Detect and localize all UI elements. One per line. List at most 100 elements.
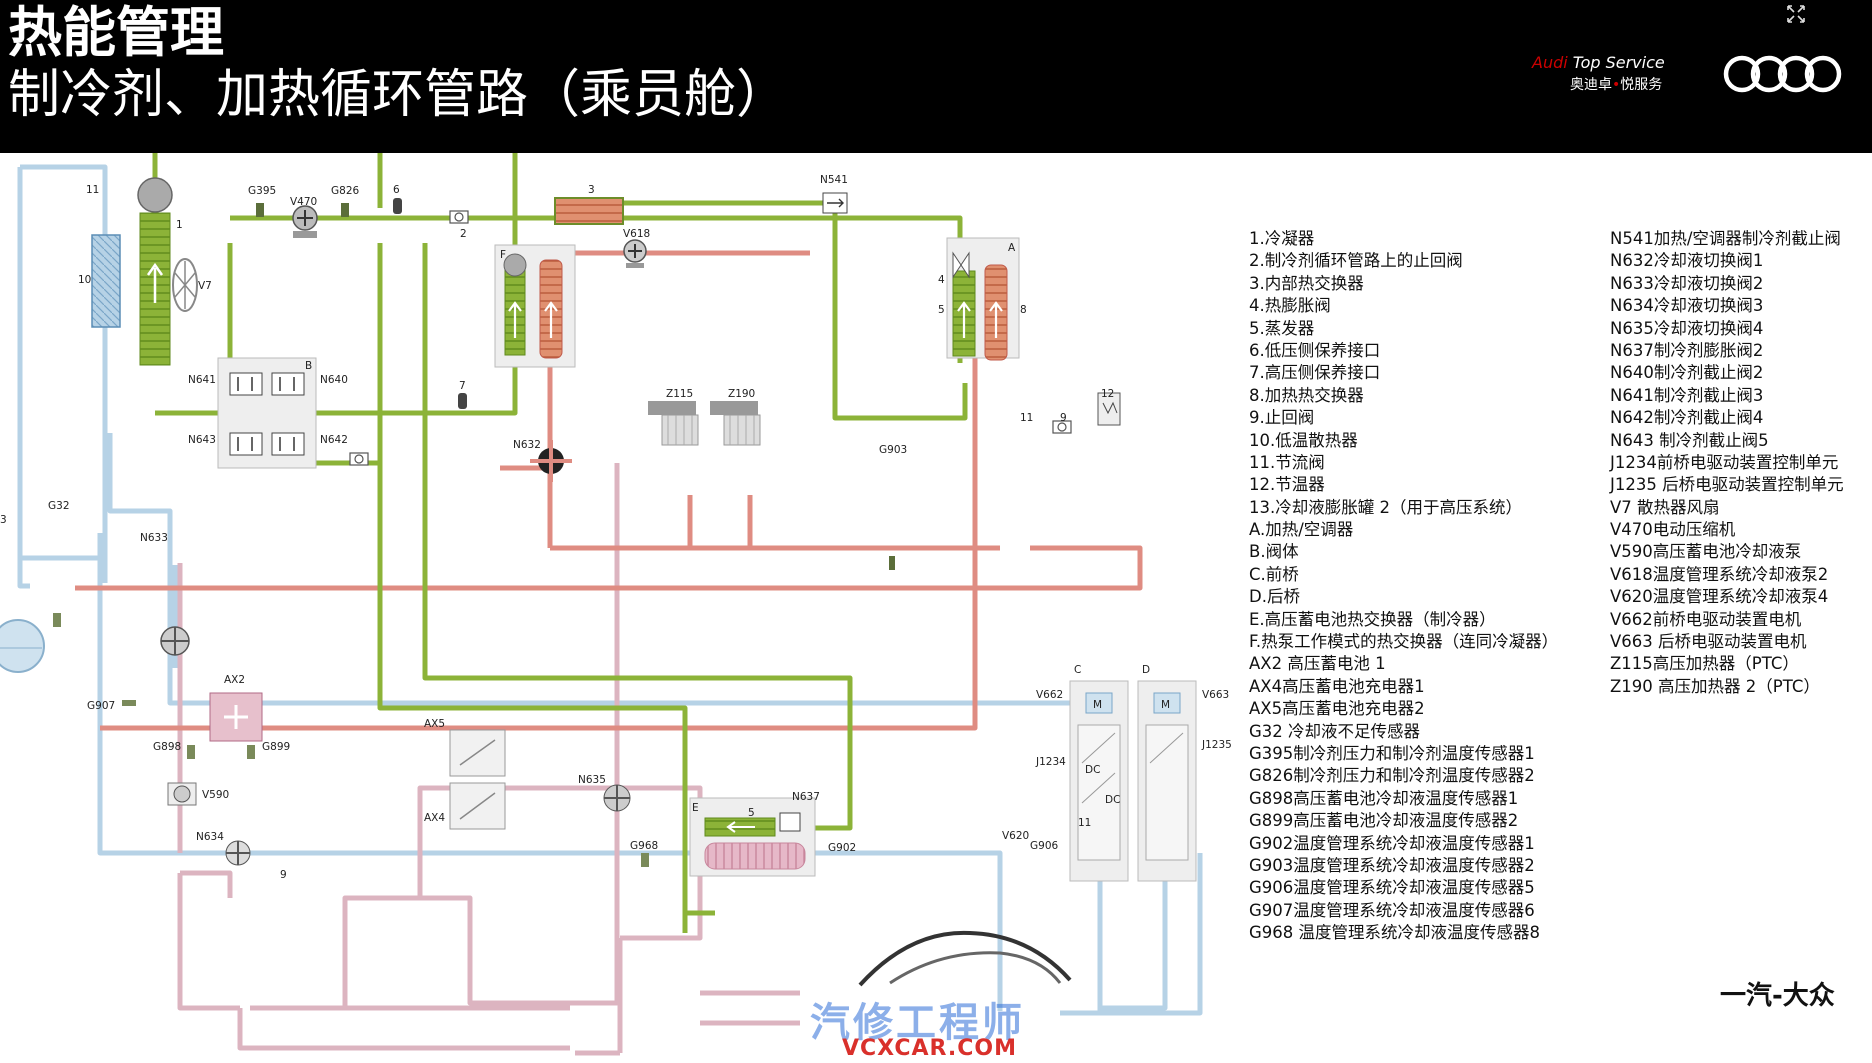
svg-text:N643: N643 — [188, 434, 216, 446]
svg-text:N640: N640 — [320, 374, 348, 386]
svg-text:3: 3 — [0, 514, 7, 526]
svg-text:10: 10 — [78, 274, 91, 286]
legend-item: N640制冷剂截止阀2 — [1610, 363, 1764, 383]
g395-sensor — [256, 203, 264, 217]
svg-text:V662: V662 — [1036, 689, 1063, 701]
legend-item: F.热泵工作模式的热交换器（连同冷凝器） — [1249, 632, 1559, 652]
svg-text:V7: V7 — [198, 280, 212, 292]
svg-text:V470: V470 — [290, 196, 317, 208]
svg-text:J1234: J1234 — [1035, 756, 1066, 768]
refrigerant-heating-circuit-diagram: 9 11 10 1 V7 G395 V470 G826 6 2 2 2 3 N5… — [0, 153, 1232, 1056]
warm-coolant-pipes — [177, 463, 800, 1056]
svg-text:DC: DC — [1085, 764, 1100, 776]
header-divider — [1235, 153, 1872, 155]
check-valve-icons — [349, 210, 1072, 466]
legend-item: A.加热/空调器 — [1249, 520, 1354, 540]
valve-block — [217, 357, 317, 469]
internal-heat-exchanger — [554, 197, 624, 225]
legend-item: N633冷却液切换阀2 — [1610, 273, 1764, 293]
legend-item: 9.止回阀 — [1249, 408, 1315, 428]
g32-sensor — [53, 613, 61, 627]
legend-item: D.后桥 — [1249, 587, 1300, 607]
svg-text:11: 11 — [1078, 817, 1091, 829]
legend-item: 7.高压侧保养接口 — [1249, 363, 1381, 383]
ptc-heater-z115 — [648, 401, 699, 446]
low-side-service-port — [393, 198, 402, 214]
legend-item: AX2 高压蓄电池 1 — [1249, 654, 1386, 674]
audi-rings-logo — [1723, 55, 1842, 93]
legend-item: 1.冷凝器 — [1249, 229, 1315, 248]
high-side-service-port — [458, 393, 467, 409]
svg-text:G968: G968 — [630, 840, 658, 852]
legend-item: G903温度管理系统冷却液温度传感器2 — [1249, 855, 1535, 875]
svg-text:N541: N541 — [820, 174, 848, 186]
legend-item: 6.低压侧保养接口 — [1249, 340, 1381, 360]
legend-item: 11.节流阀 — [1249, 452, 1325, 472]
svg-text:A: A — [1008, 242, 1016, 254]
svg-text:N633: N633 — [140, 532, 168, 544]
legend-item: Z190 高压加热器 2（PTC） — [1610, 676, 1820, 696]
audi-top-service-logo: Audi Top Service — [1532, 53, 1665, 72]
legend-item: N637制冷剂膨胀阀2 — [1610, 340, 1764, 360]
svg-text:N642: N642 — [320, 434, 348, 446]
svg-text:G903: G903 — [879, 444, 907, 456]
svg-text:M: M — [1093, 699, 1102, 711]
faw-vw-logo: 一汽-大众 — [1720, 981, 1835, 1011]
legend-item: V470电动压缩机 — [1610, 520, 1736, 540]
svg-text:V663: V663 — [1202, 689, 1229, 701]
svg-text:J1235: J1235 — [1201, 739, 1232, 751]
svg-text:B: B — [305, 360, 312, 372]
svg-text:3: 3 — [588, 184, 595, 196]
watermark-cn: 汽修工程师 — [810, 1000, 1025, 1046]
charger-ax4 — [449, 782, 506, 830]
svg-text:AX4: AX4 — [424, 812, 445, 824]
svg-text:Z190: Z190 — [728, 388, 755, 400]
legend-item: J1235 后桥电驱动装置控制单元 — [1610, 475, 1844, 495]
svg-text:M: M — [1161, 699, 1170, 711]
svg-text:7: 7 — [459, 380, 466, 392]
ptc-heater-z190 — [710, 401, 761, 446]
legend-item: 4.热膨胀阀 — [1249, 296, 1331, 316]
watermark-en: VCXCAR.COM — [842, 1036, 1017, 1061]
charger-ax5 — [449, 729, 506, 777]
svg-text:D: D — [1142, 664, 1150, 676]
svg-text:V590: V590 — [202, 789, 229, 801]
svg-text:8: 8 — [1020, 304, 1027, 316]
coolant-expansion-tank — [0, 619, 45, 673]
svg-text:N632: N632 — [513, 439, 541, 451]
svg-text:5: 5 — [748, 807, 755, 819]
g826-sensor — [341, 203, 349, 217]
svg-text:4: 4 — [938, 274, 945, 286]
legend-item: G32 冷却液不足传感器 — [1249, 721, 1421, 741]
g907-sensor — [122, 700, 136, 706]
svg-text:9: 9 — [280, 869, 287, 881]
svg-text:AX5: AX5 — [424, 718, 445, 730]
legend-item: N635冷却液切换阀4 — [1610, 318, 1764, 338]
high-voltage-battery — [209, 692, 263, 742]
header-bar: 热能管理 制冷剂、加热循环管路（乘员舱） Audi Top Service 奥迪… — [0, 0, 1872, 153]
svg-text:F: F — [500, 249, 506, 261]
svg-text:DC: DC — [1105, 794, 1120, 806]
expand-icon[interactable] — [1786, 4, 1806, 24]
legend-item: C.前桥 — [1249, 564, 1299, 584]
svg-text:G907: G907 — [87, 700, 115, 712]
legend-item: 12.节温器 — [1249, 475, 1325, 495]
low-temp-radiator — [91, 234, 121, 328]
legend-item: V663 后桥电驱动装置电机 — [1610, 632, 1807, 652]
thermostat — [1097, 392, 1121, 426]
legend-item: G906温度管理系统冷却液温度传感器5 — [1249, 878, 1535, 898]
svg-text:V618: V618 — [623, 228, 650, 240]
legend-item: V7 散热器风扇 — [1610, 497, 1720, 517]
legend-item: G826制冷剂压力和制冷剂温度传感器2 — [1249, 766, 1535, 786]
component-labels: 9 11 10 1 V7 G395 V470 G826 6 2 2 2 3 N5… — [0, 174, 1232, 881]
legend-item: 2.制冷剂循环管路上的止回阀 — [1249, 251, 1463, 271]
legend-item: 5.蒸发器 — [1249, 318, 1315, 338]
svg-text:E: E — [692, 802, 699, 814]
svg-text:G826: G826 — [331, 185, 359, 197]
radiator-fan-icon — [172, 258, 198, 312]
svg-text:AX2: AX2 — [224, 674, 245, 686]
legend-item: 3.内部热交换器 — [1249, 273, 1364, 293]
legend-item: Z115高压加热器（PTC） — [1610, 654, 1799, 674]
n541-shutoff-valve — [822, 192, 848, 214]
